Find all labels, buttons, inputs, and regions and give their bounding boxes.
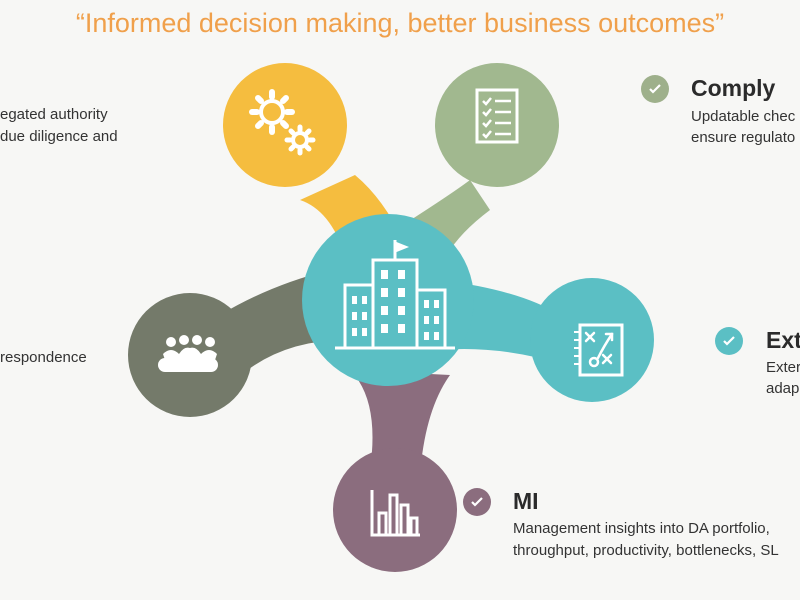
connector-bottom bbox=[350, 370, 450, 475]
item-desc-line2: adap bbox=[766, 380, 800, 397]
node-top-right bbox=[435, 63, 559, 187]
item-desc-line1: respondence bbox=[0, 349, 87, 366]
item-desc-line1: Updatable chec bbox=[691, 108, 796, 125]
item-desc-line1: egated authority bbox=[0, 106, 108, 123]
item-desc-line1: Management insights into DA portfolio, bbox=[513, 520, 770, 537]
meeting-group-icon bbox=[158, 335, 218, 372]
item-desc-line1: Exter bbox=[766, 359, 800, 376]
item-desc-line2: due diligence and bbox=[0, 128, 118, 145]
item-title: MI bbox=[513, 488, 539, 514]
node-bottom bbox=[333, 448, 457, 572]
checklist-icon bbox=[475, 88, 519, 144]
bar-chart-icon bbox=[370, 490, 420, 537]
headline: “Informed decision making, better busine… bbox=[75, 8, 725, 38]
item-desc-line2: ensure regulato bbox=[691, 129, 796, 146]
building-flag-icon bbox=[335, 240, 455, 350]
strategy-board-icon bbox=[574, 323, 624, 377]
check-circle-icon bbox=[715, 327, 743, 355]
gears-icon bbox=[249, 89, 316, 156]
check-circle-icon bbox=[641, 75, 669, 103]
item-title: Ext bbox=[766, 327, 800, 353]
check-circle-icon bbox=[463, 488, 491, 516]
item-title: Comply bbox=[691, 75, 776, 101]
item-desc-line2: throughput, productivity, bottlenecks, S… bbox=[513, 542, 779, 559]
node-center bbox=[302, 214, 474, 386]
